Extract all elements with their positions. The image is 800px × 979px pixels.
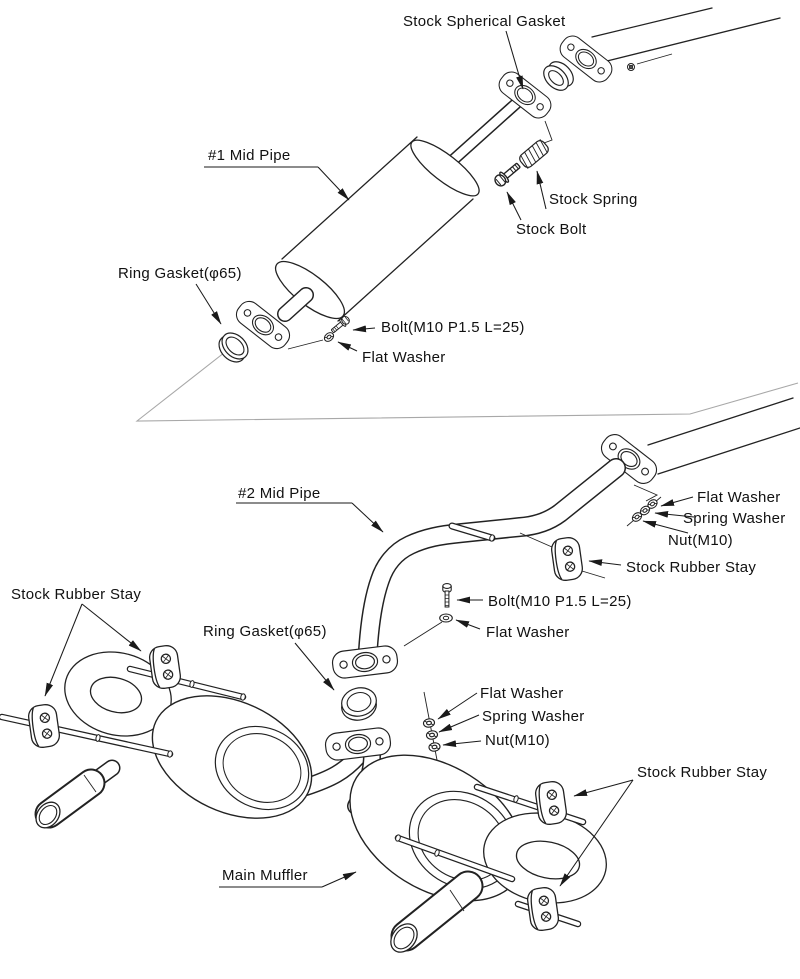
flat-washer-part-4 <box>422 717 436 729</box>
leader-flat-washer-3 <box>455 619 481 630</box>
label-rubber-stay-1: Stock Rubber Stay <box>626 559 756 576</box>
nut-part-2 <box>427 741 442 753</box>
rubber-stay-part-left-2 <box>147 643 183 691</box>
leader-main-muffler <box>321 871 357 888</box>
leader-flat-washer-1 <box>337 341 358 352</box>
label-ring-gasket-1: Ring Gasket(φ65) <box>118 265 242 282</box>
spring-washer-part-2 <box>425 729 439 741</box>
label-rubber-stay-2: Stock Rubber Stay <box>11 586 141 603</box>
stock-bolt-part <box>491 159 524 190</box>
label-spring-washer-2: Spring Washer <box>482 708 585 725</box>
leader-stock-spring <box>536 170 547 210</box>
mid-pipe-2-hanger-rod <box>448 522 496 542</box>
label-mid-pipe-1: #1 Mid Pipe <box>208 147 291 164</box>
right-muffler <box>349 754 607 953</box>
label-stock-spring: Stock Spring <box>549 191 638 208</box>
left-exhaust-tip <box>34 759 121 829</box>
stock-spherical-gasket-part <box>543 61 574 91</box>
label-ring-gasket-2: Ring Gasket(φ65) <box>203 623 327 640</box>
rubber-stay-part-pipe2 <box>549 535 585 583</box>
muffler-inlet-flange <box>323 726 393 762</box>
label-mid-pipe-2: #2 Mid Pipe <box>238 485 321 502</box>
leader-spring-washer-1 <box>654 510 695 518</box>
label-flat-washer-3: Flat Washer <box>486 624 570 641</box>
mid-pipe-2-assembly <box>330 397 800 721</box>
leader-stock-bolt <box>506 191 522 221</box>
leader-bolt-1 <box>352 325 376 333</box>
label-flat-washer-4: Flat Washer <box>480 685 564 702</box>
rubber-stay-part-right-2 <box>525 885 561 933</box>
leader-ring-gasket-2 <box>294 642 335 691</box>
label-stock-bolt: Stock Bolt <box>516 221 587 238</box>
leader-nut-2 <box>442 740 482 748</box>
leader-rubber-stay-3b <box>559 779 634 887</box>
leader-spring-washer-2 <box>438 714 480 733</box>
leader-mid-pipe-2 <box>351 502 384 533</box>
label-main-muffler: Main Muffler <box>222 867 308 884</box>
main-muffler-assembly <box>0 643 607 953</box>
leader-rubber-stay-3a <box>573 779 634 797</box>
washer-set-right <box>626 496 662 527</box>
leader-stock-spherical-gasket <box>505 30 524 90</box>
left-muffler <box>0 643 313 829</box>
ghost-continuation-lines <box>135 337 799 422</box>
stock-pipe-lines-mid <box>647 397 800 475</box>
stock-spring-part <box>519 139 549 169</box>
labels: Stock Spherical Gasket #1 Mid Pipe Stock… <box>11 13 786 884</box>
ring-gasket-2-part <box>341 687 377 721</box>
mid-pipe-2-lower-flange <box>330 644 400 680</box>
leader-rubber-stay-2a <box>81 603 142 652</box>
label-nut-2: Nut(M10) <box>485 732 550 749</box>
washer-set-center <box>422 691 442 761</box>
mid-pipe-1-assembly <box>218 7 781 363</box>
mid-pipe-2-pipe <box>358 458 626 660</box>
leader-lines <box>44 30 695 888</box>
ring-gasket-1-part <box>218 332 249 363</box>
label-nut-1: Nut(M10) <box>668 532 733 549</box>
label-spring-washer-1: Spring Washer <box>683 510 786 527</box>
label-bolt-2: Bolt(M10 P1.5 L=25) <box>488 593 632 610</box>
leader-rubber-stay-1 <box>588 559 622 567</box>
bolt-m10-2-group <box>403 583 453 647</box>
leader-flat-washer-4 <box>437 692 478 720</box>
leader-nut-1 <box>642 520 689 534</box>
stock-pipe-lines-top <box>591 7 781 71</box>
leader-mid-pipe-1 <box>317 166 350 201</box>
label-stock-spherical-gasket: Stock Spherical Gasket <box>403 13 566 30</box>
label-flat-washer-2: Flat Washer <box>697 489 781 506</box>
rubber-stay-part-left-1 <box>26 702 62 750</box>
label-rubber-stay-3: Stock Rubber Stay <box>637 764 767 781</box>
rubber-stay-part-right-1 <box>533 779 569 827</box>
label-flat-washer-1: Flat Washer <box>362 349 446 366</box>
leader-ring-gasket-1 <box>195 283 222 325</box>
right-exhaust-tip <box>390 870 484 953</box>
leader-flat-washer-2 <box>660 496 694 507</box>
leader-rubber-stay-2b <box>44 603 83 697</box>
stock-nut-icon <box>627 63 635 71</box>
label-bolt-1: Bolt(M10 P1.5 L=25) <box>381 319 525 336</box>
bolt-m10-part-2 <box>442 583 452 608</box>
mid-pipe-1-resonator <box>274 136 480 322</box>
